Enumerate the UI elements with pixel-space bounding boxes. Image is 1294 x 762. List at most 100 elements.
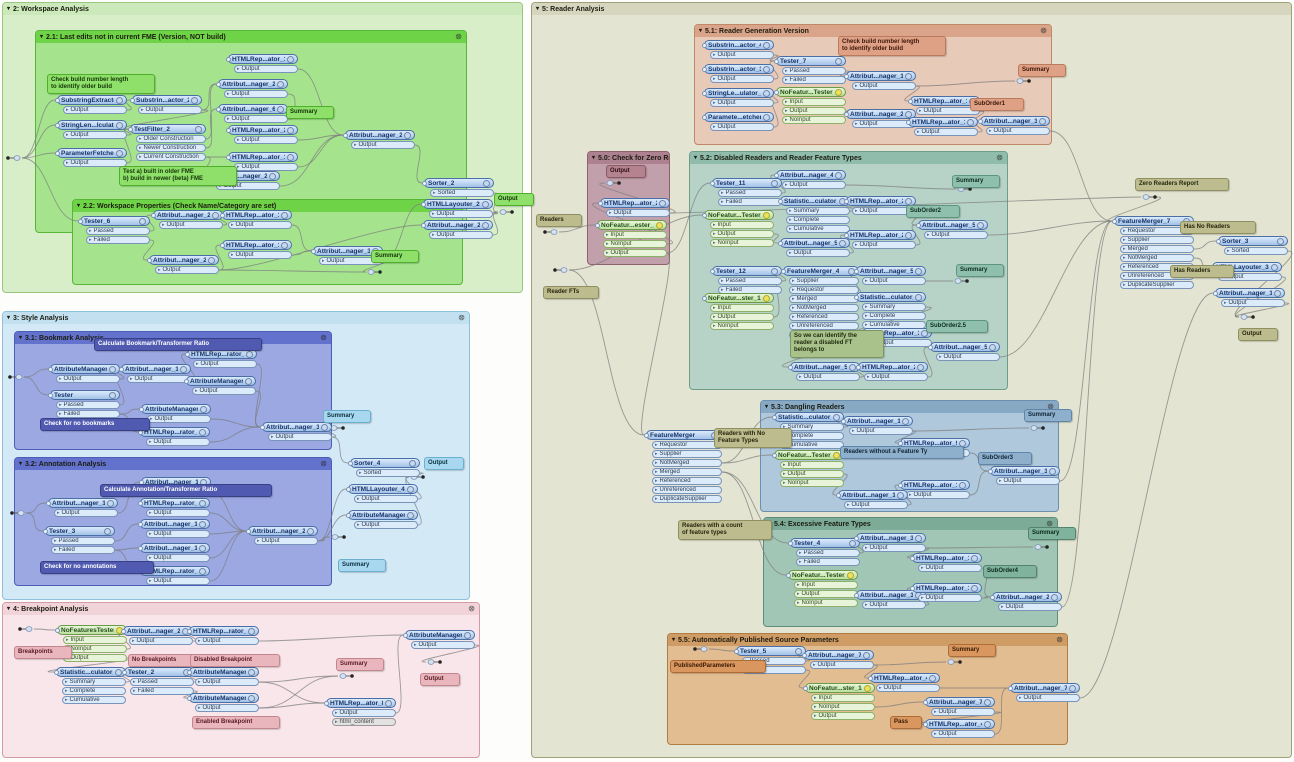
properties-icon[interactable] xyxy=(483,179,490,187)
node-header[interactable]: HTMLRep...ator_8 xyxy=(324,698,396,708)
node-header[interactable]: NoFeatur...ster_14 xyxy=(803,683,875,693)
node-nofeatur-ester-12[interactable]: NoFeatur...ester_12▸Input▸NoInput▸Output xyxy=(595,220,667,257)
node-header[interactable]: HTMLRep...ator_11 xyxy=(910,583,982,593)
node-header[interactable]: Attribut...nager_69 xyxy=(216,104,288,114)
port-noinput[interactable]: ▸NoInput xyxy=(811,703,875,711)
port-newer-construction[interactable]: ▸Newer Construction xyxy=(136,144,206,152)
properties-icon[interactable] xyxy=(115,668,122,676)
node-header[interactable]: Attribut...nager_13 xyxy=(844,71,916,81)
port-output[interactable]: ▸Output xyxy=(228,251,292,259)
collapse-triangle-icon[interactable]: ▾ xyxy=(694,155,698,161)
node-header[interactable]: Attribut...nager_72 xyxy=(802,650,874,660)
node-htmllayouter-2[interactable]: HTMLLayouter_2▸Output xyxy=(421,199,493,218)
node-featuremerger[interactable]: FeatureMerger▸Requestor▸Supplier▸NotMerg… xyxy=(644,430,722,503)
bookmark-header[interactable]: ▾5.4: Excessive Feature Types⊗ xyxy=(764,518,1057,530)
collapse-triangle-icon[interactable]: ▾ xyxy=(765,404,769,410)
node-header[interactable]: HTMLRep...ator_13 xyxy=(226,152,298,162)
port-output[interactable]: ▸Output xyxy=(918,594,982,602)
node-header[interactable]: Statistic...culator_9 xyxy=(854,292,926,302)
port-input[interactable]: ▸Input xyxy=(782,98,846,106)
properties-icon[interactable] xyxy=(109,391,116,399)
node-htmlrep-rator-3[interactable]: HTMLRep...rator_3▸Output xyxy=(138,427,210,446)
port-input[interactable]: ▸Input xyxy=(710,304,774,312)
properties-icon[interactable] xyxy=(407,485,414,493)
node-header[interactable]: NoFeatur...Tester_3 xyxy=(772,450,844,460)
node-header[interactable]: FeatureMerger xyxy=(644,430,722,440)
properties-icon[interactable] xyxy=(245,377,252,385)
port-output[interactable]: ▸Output xyxy=(710,75,774,83)
node-header[interactable]: Tester_2 xyxy=(122,667,194,677)
node-header[interactable]: Attribut...nager_12 xyxy=(138,519,210,529)
port-passed[interactable]: ▸Passed xyxy=(86,227,150,235)
properties-icon[interactable] xyxy=(915,267,922,275)
port-input[interactable]: ▸Input xyxy=(63,636,127,644)
port-output[interactable]: ▸Output xyxy=(864,373,928,381)
bookmark-header[interactable]: ▾5: Reader Analysis xyxy=(532,3,1291,15)
properties-icon[interactable] xyxy=(1049,467,1056,475)
properties-icon[interactable] xyxy=(277,80,284,88)
properties-icon[interactable] xyxy=(771,179,778,187)
port-referenced[interactable]: ▸Referenced xyxy=(652,477,722,485)
properties-icon[interactable] xyxy=(287,153,294,161)
port-output[interactable]: ▸Output xyxy=(906,491,970,499)
port-supplier[interactable]: ▸Supplier xyxy=(1120,236,1194,244)
close-icon[interactable]: ⊗ xyxy=(468,604,475,613)
port-complete[interactable]: ▸Complete xyxy=(62,687,126,695)
port-output[interactable]: ▸Output xyxy=(1016,694,1080,702)
node-header[interactable]: NoFeatur...ster_10 xyxy=(702,293,774,303)
bookmark-header[interactable]: ▾5.3: Dangling Readers⊗ xyxy=(761,401,1058,413)
port-failed[interactable]: ▸Failed xyxy=(782,76,846,84)
properties-icon[interactable] xyxy=(404,131,411,139)
port-input[interactable]: ▸Input xyxy=(811,694,875,702)
port-output[interactable]: ▸Output xyxy=(146,530,210,538)
node-header[interactable]: Attribut...nager_21 xyxy=(147,255,219,265)
node-attributemanager-7[interactable]: AttributeManager_7▸Output xyxy=(403,630,475,649)
node-htmllayouter-4[interactable]: HTMLLayouter_4▸Output xyxy=(346,484,418,503)
collapse-triangle-icon[interactable]: ▾ xyxy=(7,606,11,612)
properties-icon[interactable] xyxy=(104,527,111,535)
node-header[interactable]: HTMLRep...ator_10 xyxy=(898,480,970,490)
bookmark-header[interactable]: ▾5.0: Check for Zero Readers⊗ xyxy=(588,152,669,164)
bookmark-header[interactable]: ▾5.1: Reader Generation Version⊗ xyxy=(695,25,1051,37)
port-cumulative[interactable]: ▸Cumulative xyxy=(62,696,126,704)
port-older-construction[interactable]: ▸Older Construction xyxy=(136,135,206,143)
port-merged[interactable]: ▸Merged xyxy=(652,468,722,476)
properties-icon[interactable] xyxy=(915,534,922,542)
port-output[interactable]: ▸Output xyxy=(811,712,875,720)
bookmark-header[interactable]: ▾2: Workspace Analysis xyxy=(3,3,522,15)
port-output[interactable]: ▸Output xyxy=(710,51,774,59)
node-stringlen-lculator[interactable]: StringLen...lculator▸Output xyxy=(55,120,127,139)
port-passed[interactable]: ▸Passed xyxy=(782,67,846,75)
node-header[interactable]: Attribut...nager_10 xyxy=(46,498,118,508)
properties-icon[interactable] xyxy=(977,221,984,229)
port-noinput[interactable]: ▸NoInput xyxy=(710,322,774,330)
properties-icon[interactable] xyxy=(839,239,846,247)
node-header[interactable]: Tester xyxy=(48,390,120,400)
properties-icon[interactable] xyxy=(835,57,842,65)
port-output[interactable]: ▸Output xyxy=(931,730,995,738)
properties-icon[interactable] xyxy=(1051,593,1058,601)
node-header[interactable]: Tester_11 xyxy=(710,178,782,188)
collapse-triangle-icon[interactable]: ▾ xyxy=(77,203,81,209)
properties-icon[interactable] xyxy=(833,451,840,459)
port-output[interactable]: ▸Output xyxy=(63,106,127,114)
port-noinput[interactable]: ▸NoInput xyxy=(780,479,844,487)
properties-icon[interactable] xyxy=(656,221,663,229)
port-summary[interactable]: ▸Summary xyxy=(862,303,926,311)
properties-icon[interactable] xyxy=(407,511,414,519)
properties-icon[interactable] xyxy=(959,481,966,489)
port-output[interactable]: ▸Output xyxy=(796,373,860,381)
properties-icon[interactable] xyxy=(833,413,840,421)
node-header[interactable]: Attribut...nager_53 xyxy=(928,342,1000,352)
node-statistic-culator-4[interactable]: Statistic...culator_4▸Summary▸Complete▸C… xyxy=(772,412,844,449)
port-passed[interactable]: ▸Passed xyxy=(51,537,115,545)
properties-icon[interactable] xyxy=(795,647,802,655)
node-header[interactable]: Tester_4 xyxy=(788,538,860,548)
node-header[interactable]: AttributeManager_3 xyxy=(139,404,211,414)
port-output[interactable]: ▸Output xyxy=(228,221,292,229)
port-passed[interactable]: ▸Passed xyxy=(56,401,120,409)
properties-icon[interactable] xyxy=(915,293,922,301)
port-output[interactable]: ▸Output xyxy=(862,544,926,552)
port-complete[interactable]: ▸Complete xyxy=(786,216,850,224)
bookmark-header[interactable]: ▾2.1: Last edits not in current FME (Ver… xyxy=(36,31,466,43)
